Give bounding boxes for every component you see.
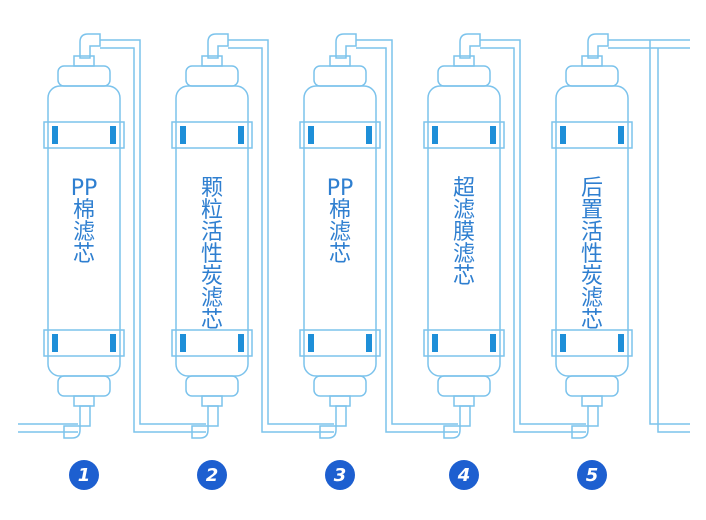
nut-bottom-4 bbox=[453, 395, 475, 407]
clip-mark-right-1-2 bbox=[110, 334, 116, 352]
nut-bottom-1 bbox=[73, 395, 95, 407]
clip-band-2-2 bbox=[171, 329, 253, 357]
clip-band-4-2 bbox=[423, 329, 505, 357]
clip-mark-left-1-1 bbox=[52, 126, 58, 144]
cap-top-4 bbox=[437, 65, 491, 87]
cap-bottom-4 bbox=[437, 375, 491, 397]
step-badge-3: 3 bbox=[325, 460, 355, 490]
elbow-bottom-5 bbox=[571, 405, 599, 439]
clip-band-3-1 bbox=[299, 121, 381, 149]
pipe-top-2 bbox=[228, 39, 334, 425]
clip-mark-left-2-1 bbox=[180, 126, 186, 144]
filter-label-4: 超滤膜滤芯 bbox=[452, 176, 475, 289]
clip-band-1-2 bbox=[43, 329, 125, 357]
cap-top-3 bbox=[313, 65, 367, 87]
step-badge-5: 5 bbox=[577, 460, 607, 490]
clip-band-5-2 bbox=[551, 329, 633, 357]
clip-mark-right-1-1 bbox=[110, 126, 116, 144]
filter-label-5: 后置活性炭滤芯 bbox=[580, 176, 603, 333]
cap-top-2 bbox=[185, 65, 239, 87]
outlet-pipe-outer bbox=[649, 40, 690, 425]
cap-bottom-2 bbox=[185, 375, 239, 397]
clip-mark-right-2-1 bbox=[238, 126, 244, 144]
clip-mark-left-5-1 bbox=[560, 126, 566, 144]
clip-mark-right-5-1 bbox=[618, 126, 624, 144]
step-badge-4: 4 bbox=[449, 460, 479, 490]
clip-mark-left-3-2 bbox=[308, 334, 314, 352]
cap-bottom-5 bbox=[565, 375, 619, 397]
clip-mark-left-4-2 bbox=[432, 334, 438, 352]
step-badge-2: 2 bbox=[197, 460, 227, 490]
clip-mark-left-1-2 bbox=[52, 334, 58, 352]
clip-mark-right-5-2 bbox=[618, 334, 624, 352]
elbow-bottom-1 bbox=[63, 405, 91, 439]
cap-bottom-3 bbox=[313, 375, 367, 397]
elbow-bottom-2 bbox=[191, 405, 219, 439]
elbow-top-5 bbox=[587, 33, 609, 59]
clip-mark-right-4-1 bbox=[490, 126, 496, 144]
clip-mark-right-3-2 bbox=[366, 334, 372, 352]
elbow-top-3 bbox=[335, 33, 357, 59]
outlet-pipe-inner bbox=[657, 48, 690, 433]
nut-bottom-5 bbox=[581, 395, 603, 407]
clip-band-2-1 bbox=[171, 121, 253, 149]
elbow-bottom-4 bbox=[443, 405, 471, 439]
clip-mark-right-3-1 bbox=[366, 126, 372, 144]
pipe-top-inner-1 bbox=[100, 47, 206, 433]
step-badge-1: 1 bbox=[69, 460, 99, 490]
nut-bottom-3 bbox=[329, 395, 351, 407]
elbow-top-4 bbox=[459, 33, 481, 59]
clip-mark-left-3-1 bbox=[308, 126, 314, 144]
elbow-top-2 bbox=[207, 33, 229, 59]
cap-bottom-1 bbox=[57, 375, 111, 397]
cap-top-1 bbox=[57, 65, 111, 87]
pipe-top-inner-2 bbox=[228, 47, 334, 433]
elbow-bottom-3 bbox=[319, 405, 347, 439]
clip-mark-left-4-1 bbox=[432, 126, 438, 144]
nut-bottom-2 bbox=[201, 395, 223, 407]
pipe-top-1 bbox=[100, 39, 206, 425]
pipe-top-inner-4 bbox=[480, 47, 586, 433]
filter-label-2: 颗粒活性炭滤芯 bbox=[200, 176, 223, 333]
clip-band-3-2 bbox=[299, 329, 381, 357]
elbow-top-1 bbox=[79, 33, 101, 59]
pipe-top-inner-3 bbox=[356, 47, 458, 433]
clip-mark-right-4-2 bbox=[490, 334, 496, 352]
pipe-top-3 bbox=[356, 39, 458, 425]
clip-band-4-1 bbox=[423, 121, 505, 149]
clip-band-5-1 bbox=[551, 121, 633, 149]
pipe-top-4 bbox=[480, 39, 586, 425]
cap-top-5 bbox=[565, 65, 619, 87]
clip-mark-left-5-2 bbox=[560, 334, 566, 352]
clip-mark-right-2-2 bbox=[238, 334, 244, 352]
clip-band-1-1 bbox=[43, 121, 125, 149]
clip-mark-left-2-2 bbox=[180, 334, 186, 352]
